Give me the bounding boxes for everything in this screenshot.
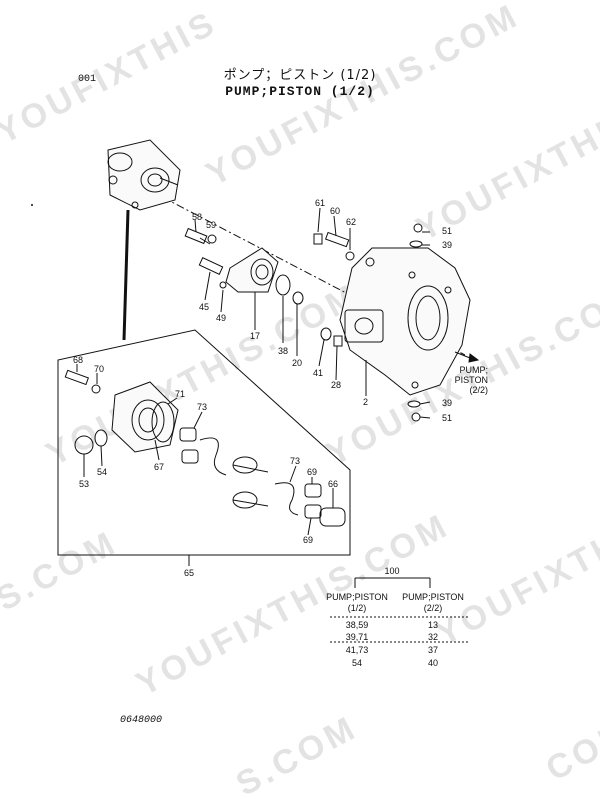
callout-label: 65 xyxy=(184,568,195,578)
callout-label: 45 xyxy=(199,302,210,312)
cross-reference-label: PUMP; PISTON (2/2) xyxy=(454,365,488,395)
callout-label: 2 xyxy=(363,397,369,407)
part-61-nut xyxy=(313,233,323,245)
part-17-bracket xyxy=(225,247,279,293)
callout-label: 38 xyxy=(278,346,289,356)
callout-label: 73 xyxy=(197,402,208,412)
table-group-label: 100 xyxy=(384,566,400,576)
part-51-plug-top xyxy=(413,223,423,233)
part-45-bolt xyxy=(198,257,224,275)
callout-label: 51 xyxy=(442,226,453,236)
shaft-housing-part xyxy=(107,139,181,211)
part-38-oring xyxy=(275,274,291,296)
part-67-cover xyxy=(111,381,179,453)
part-gear-shaft-b xyxy=(232,491,269,509)
callout-label: 71 xyxy=(175,389,186,399)
part-53-plug xyxy=(74,435,94,455)
table-cell: 41,73 xyxy=(345,645,369,655)
part-68-bolt xyxy=(64,369,90,386)
table-cell: 54 xyxy=(351,658,362,668)
part-62-nut xyxy=(345,251,355,261)
callout-label: 66 xyxy=(328,479,339,489)
part-71-oring xyxy=(151,401,175,443)
callout-label: 58 xyxy=(192,212,203,222)
figure-id: 0648000 xyxy=(120,715,163,726)
part-69-bushing-b xyxy=(304,504,322,519)
part-73-ring-b xyxy=(274,482,299,516)
callout-label: 68 xyxy=(73,355,84,365)
part-39-oring-bottom xyxy=(407,400,421,408)
table-cell: 38,59 xyxy=(345,620,369,630)
part-59-oring xyxy=(207,234,217,244)
callout-label: 59 xyxy=(206,220,217,230)
part-73-bushing-a xyxy=(179,427,197,442)
callout-label: 69 xyxy=(307,467,318,477)
part-41-oring xyxy=(320,327,332,341)
part-54-oring xyxy=(94,429,108,447)
part-gear-shaft-a xyxy=(232,456,269,474)
table-header: PUMP;PISTON (2/2) xyxy=(402,592,464,613)
part-51-plug-bottom xyxy=(411,412,421,422)
callout-label: 49 xyxy=(216,313,227,323)
table-cell: 37 xyxy=(427,645,438,655)
part-69-bushing-a xyxy=(304,483,322,498)
page-title: PUMP;PISTON (1/2) xyxy=(225,84,375,99)
part-73-bushing-b xyxy=(181,449,199,464)
callout-label: 41 xyxy=(313,368,324,378)
part-73-ring xyxy=(199,437,227,476)
table-header: PUMP;PISTON (1/2) xyxy=(326,592,388,613)
part-66-bushing xyxy=(319,507,346,527)
exploded-parts-diagram xyxy=(31,139,480,643)
callout-label: 69 xyxy=(303,535,314,545)
callout-label: 54 xyxy=(97,467,108,477)
callout-label: 17 xyxy=(250,331,261,341)
callout-label: 61 xyxy=(315,198,326,208)
callout-label: 39 xyxy=(442,398,453,408)
part-20-plug xyxy=(292,291,304,305)
callout-label: 20 xyxy=(292,358,303,368)
part-39-oring-top xyxy=(409,240,423,248)
callout-label: 60 xyxy=(330,206,341,216)
part-60-screw xyxy=(324,231,350,248)
shaft-leader-line xyxy=(122,209,130,341)
table-cell: 32 xyxy=(427,632,438,642)
table-cell: 39,71 xyxy=(345,632,369,642)
callout-label: 51 xyxy=(442,413,453,423)
callout-label: 39 xyxy=(442,240,453,250)
table-cell: 13 xyxy=(427,620,438,630)
callout-label: 53 xyxy=(79,479,90,489)
part-49-washer xyxy=(219,281,227,289)
part-58-bolt xyxy=(184,227,211,245)
page-title-japanese: ポンプ；ピストン (1/2) xyxy=(223,68,377,83)
table-cell: 40 xyxy=(427,658,438,668)
callout-label: 67 xyxy=(154,462,165,472)
callout-label: 62 xyxy=(346,217,357,227)
part-2-pump-casing xyxy=(339,247,471,396)
callout-label: 70 xyxy=(94,364,105,374)
callout-label: 28 xyxy=(331,380,342,390)
part-70-washer xyxy=(91,384,101,394)
callout-label: 73 xyxy=(290,456,301,466)
group-65-frame xyxy=(57,329,351,556)
page-number: 001 xyxy=(78,74,97,85)
part-28-plug xyxy=(333,335,343,347)
